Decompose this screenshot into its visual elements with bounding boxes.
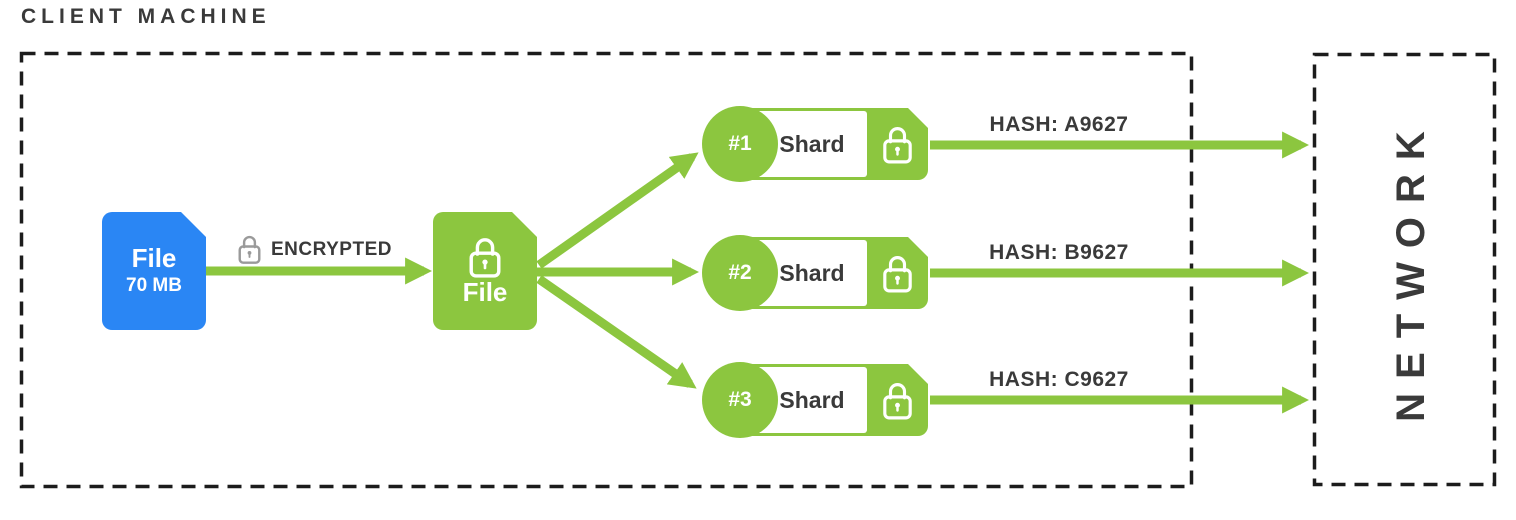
padlock-icon xyxy=(880,123,915,164)
network-boundary xyxy=(1312,52,1497,487)
shard-3: Shard #3 xyxy=(702,362,928,438)
padlock-icon xyxy=(236,233,263,264)
shard-2-label: Shard xyxy=(779,259,845,286)
padlock-icon xyxy=(880,379,915,420)
shard-2-hash: HASH: B9627 xyxy=(989,241,1129,264)
split-arrow-shard1 xyxy=(536,152,699,269)
source-file-name: File xyxy=(131,243,177,274)
encrypted-file-box: File xyxy=(433,212,537,330)
shard-3-hash: HASH: C9627 xyxy=(989,368,1129,391)
shard-2-number: #2 xyxy=(728,261,752,284)
split-arrow-shard3 xyxy=(536,275,697,389)
shard-1-hash: HASH: A9627 xyxy=(989,113,1129,136)
shard-1: Shard #1 xyxy=(702,106,928,182)
shard-2: Shard #2 xyxy=(702,235,928,311)
source-file-size: 70 MB xyxy=(126,275,182,297)
padlock-icon xyxy=(466,234,504,278)
shard-3-number: #3 xyxy=(728,388,752,411)
network-title: NETWORK xyxy=(1389,117,1434,422)
encrypted-label: ENCRYPTED xyxy=(271,239,392,260)
shard-1-label: Shard xyxy=(779,130,845,157)
shard-3-number-badge: #3 xyxy=(702,362,778,438)
padlock-icon xyxy=(880,252,915,293)
client-machine-title: CLIENT MACHINE xyxy=(21,5,271,28)
shard-1-number: #1 xyxy=(728,132,752,155)
shard-2-number-badge: #2 xyxy=(702,235,778,311)
source-file-box: File 70 MB xyxy=(102,212,206,330)
network-box: NETWORK xyxy=(1313,53,1496,486)
shard-1-number-badge: #1 xyxy=(702,106,778,182)
encrypted-file-name: File xyxy=(462,277,508,308)
shard-3-label: Shard xyxy=(779,386,845,413)
